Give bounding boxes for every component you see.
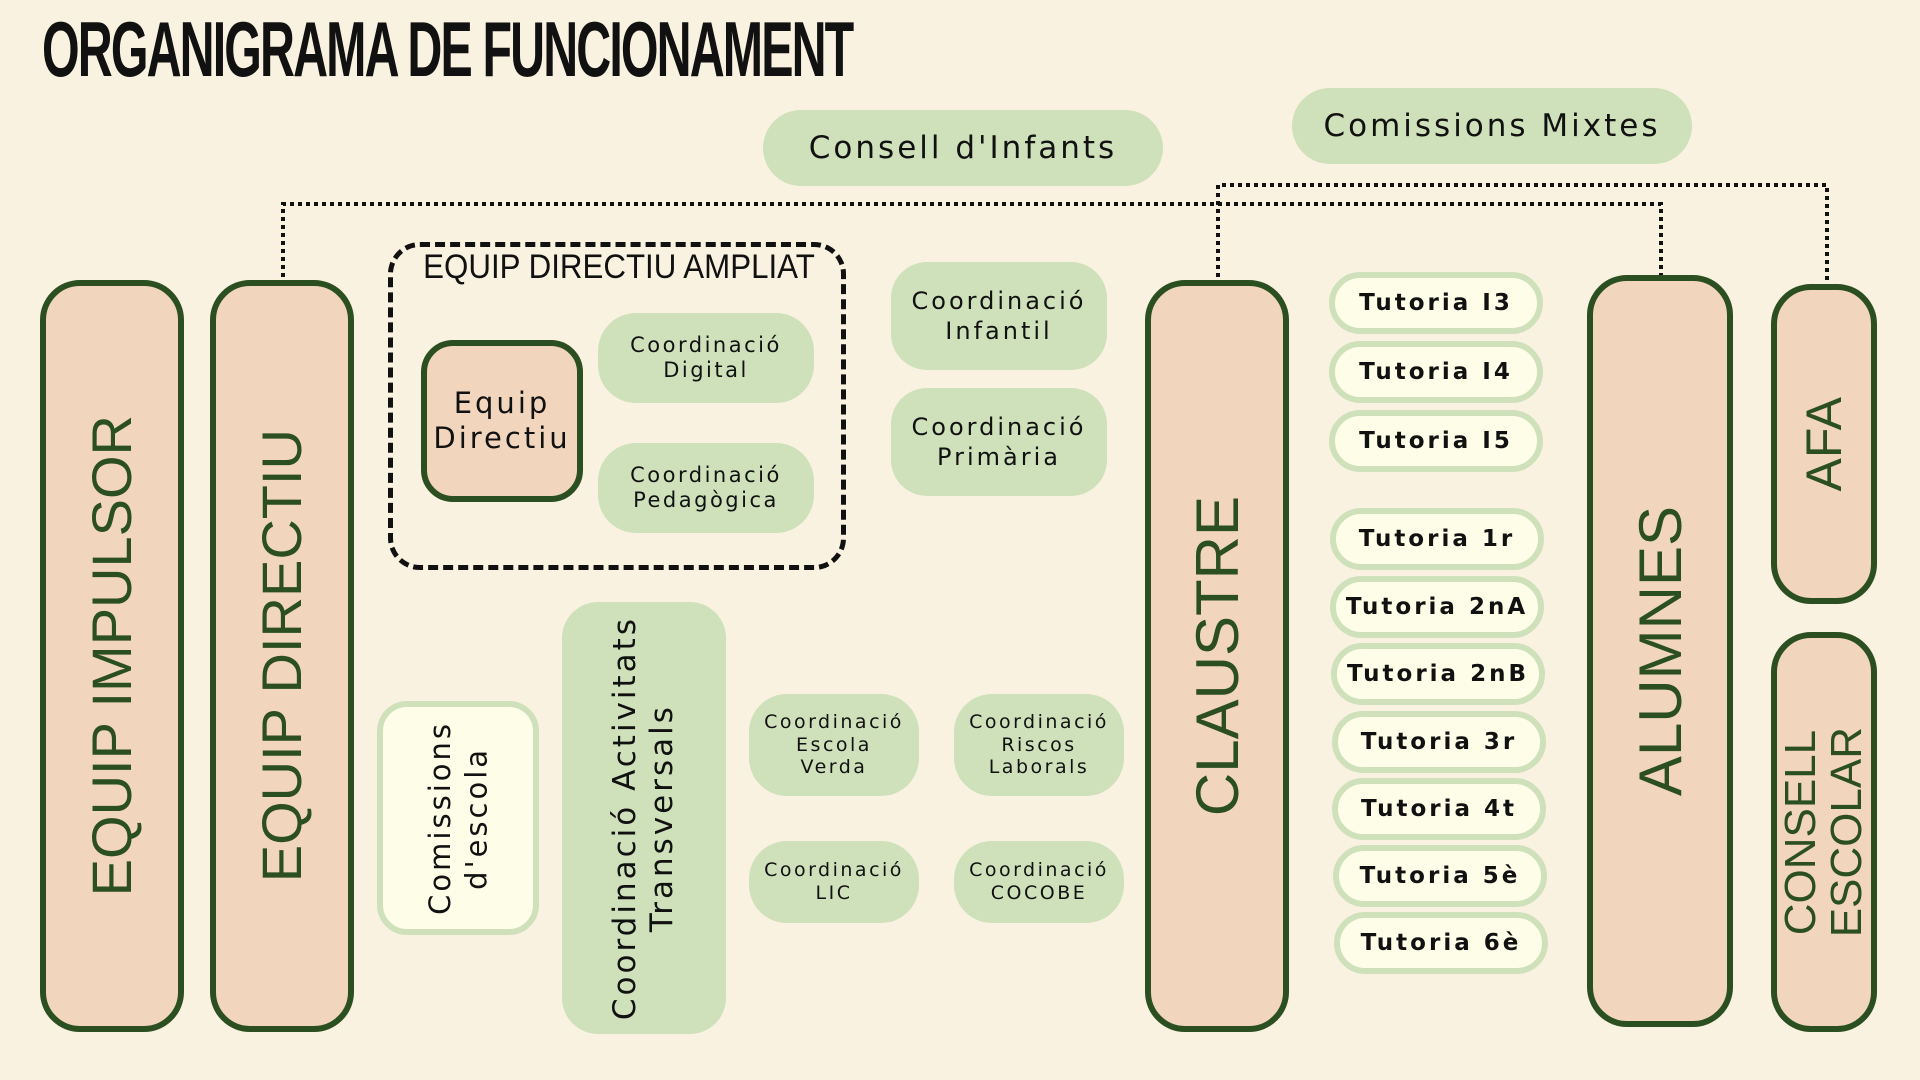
node-label: Tutoria I4 bbox=[1359, 359, 1513, 385]
node-coord-cocobe[interactable]: Coordinació COCOBE bbox=[954, 841, 1124, 923]
node-equip-directiu[interactable]: EQUIP DIRECTIU bbox=[210, 280, 354, 1032]
node-label-line: Coordinació bbox=[764, 859, 904, 882]
node-consell-infants[interactable]: Consell d'Infants bbox=[763, 110, 1163, 186]
node-label: CLAUSTRE bbox=[1183, 495, 1251, 817]
node-label-line: CONSELL bbox=[1775, 729, 1825, 935]
node-label-line: Directiu bbox=[433, 421, 571, 455]
node-label: Comissions Mixtes bbox=[1323, 108, 1661, 144]
node-label: EQUIP IMPULSOR bbox=[79, 415, 143, 897]
node-equip-directiu-core[interactable]: Equip Directiu bbox=[421, 340, 583, 502]
node-coord-primaria[interactable]: Coordinació Primària bbox=[891, 388, 1107, 496]
node-tutoria[interactable]: Tutoria 4t bbox=[1332, 778, 1546, 840]
node-tutoria[interactable]: Tutoria I3 bbox=[1329, 272, 1543, 334]
node-claustre[interactable]: CLAUSTRE bbox=[1145, 280, 1289, 1032]
node-label: EQUIP DIRECTIU bbox=[249, 429, 313, 883]
group-equip-directiu-ampliat bbox=[388, 242, 846, 570]
node-label: AFA bbox=[1795, 396, 1852, 492]
node-label-line: Primària bbox=[937, 443, 1061, 471]
node-label-line: Coordinació bbox=[969, 859, 1109, 882]
node-label-line: Coordinació bbox=[911, 287, 1087, 315]
node-coord-escola-verda[interactable]: Coordinació Escola Verda bbox=[749, 694, 919, 796]
node-label-line: Pedagògica bbox=[633, 488, 779, 512]
node-label-line: Laborals bbox=[988, 756, 1090, 779]
node-tutoria[interactable]: Tutoria 2nA bbox=[1330, 576, 1544, 638]
node-label-line: d'escola bbox=[459, 746, 493, 890]
node-label-line: Digital bbox=[663, 358, 749, 382]
node-label: Tutoria 6è bbox=[1360, 930, 1522, 956]
connector-comissions-mixtes bbox=[1216, 183, 1829, 280]
node-label-line: Coordinació bbox=[630, 332, 782, 357]
node-label: ALUMNES bbox=[1626, 505, 1694, 797]
node-label-line: Equip bbox=[453, 386, 551, 421]
node-tutoria[interactable]: Tutoria I4 bbox=[1329, 341, 1543, 403]
node-comissions-escola[interactable]: Comissions d'escola bbox=[377, 701, 539, 935]
node-label-line: COCOBE bbox=[990, 882, 1088, 904]
node-consell-escolar[interactable]: CONSELL ESCOLAR bbox=[1771, 632, 1877, 1032]
node-label-line: Riscos bbox=[1001, 733, 1077, 756]
node-label-line: LIC bbox=[815, 882, 853, 904]
node-label-line: Coordinació bbox=[630, 462, 782, 487]
node-label-line: Infantil bbox=[945, 317, 1053, 345]
node-coord-digital[interactable]: Coordinació Digital bbox=[598, 313, 814, 403]
node-label-line: Coordinació bbox=[911, 413, 1087, 441]
node-label-line: Transversals bbox=[644, 704, 680, 932]
node-label-line: Verda bbox=[800, 756, 868, 779]
node-label: Consell d'Infants bbox=[808, 130, 1118, 166]
node-label-line: Escola bbox=[796, 733, 872, 756]
node-tutoria[interactable]: Tutoria 5è bbox=[1333, 845, 1547, 907]
node-label-line: Coordinació Activitats bbox=[606, 615, 643, 1021]
node-label-line: Coordinació bbox=[764, 710, 904, 733]
node-tutoria[interactable]: Tutoria 1r bbox=[1330, 508, 1544, 570]
node-coord-activitats-transversals[interactable]: Coordinació Activitats Transversals bbox=[562, 602, 726, 1034]
node-label: Tutoria 5è bbox=[1359, 863, 1521, 889]
node-comissions-mixtes[interactable]: Comissions Mixtes bbox=[1292, 88, 1692, 164]
node-label: Tutoria 1r bbox=[1358, 526, 1516, 552]
node-label: Tutoria 2nA bbox=[1345, 594, 1529, 620]
node-label: Tutoria I3 bbox=[1359, 290, 1513, 316]
node-label-line: Comissions bbox=[422, 721, 457, 915]
page-title: Organigrama de funcionament bbox=[42, 5, 854, 93]
node-coord-pedagogica[interactable]: Coordinació Pedagògica bbox=[598, 443, 814, 533]
node-equip-impulsor[interactable]: EQUIP IMPULSOR bbox=[40, 280, 184, 1032]
node-label: CONSELL ESCOLAR bbox=[1775, 726, 1871, 938]
node-tutoria[interactable]: Tutoria 3r bbox=[1332, 711, 1546, 773]
node-label-line: ESCOLAR bbox=[1822, 726, 1871, 938]
node-coord-infantil[interactable]: Coordinació Infantil bbox=[891, 262, 1107, 370]
node-afa[interactable]: AFA bbox=[1771, 284, 1877, 604]
node-tutoria[interactable]: Tutoria 6è bbox=[1334, 912, 1548, 974]
node-label: Comissions d'escola bbox=[422, 721, 495, 915]
node-label-line: Coordinació bbox=[969, 710, 1109, 733]
node-label: Tutoria 3r bbox=[1360, 729, 1518, 755]
group-label: EQUIP DIRECTIU AMPLIAT bbox=[423, 248, 815, 286]
node-tutoria[interactable]: Tutoria 2nB bbox=[1331, 643, 1545, 705]
node-label: Tutoria 4t bbox=[1360, 796, 1518, 822]
node-alumnes[interactable]: ALUMNES bbox=[1587, 275, 1733, 1027]
node-coord-lic[interactable]: Coordinació LIC bbox=[749, 841, 919, 923]
node-tutoria[interactable]: Tutoria I5 bbox=[1329, 410, 1543, 472]
node-coord-riscos-laborals[interactable]: Coordinació Riscos Laborals bbox=[954, 694, 1124, 796]
node-label: Coordinació Activitats Transversals bbox=[607, 616, 681, 1020]
node-label: Tutoria 2nB bbox=[1347, 661, 1529, 687]
node-label: Tutoria I5 bbox=[1359, 428, 1513, 454]
